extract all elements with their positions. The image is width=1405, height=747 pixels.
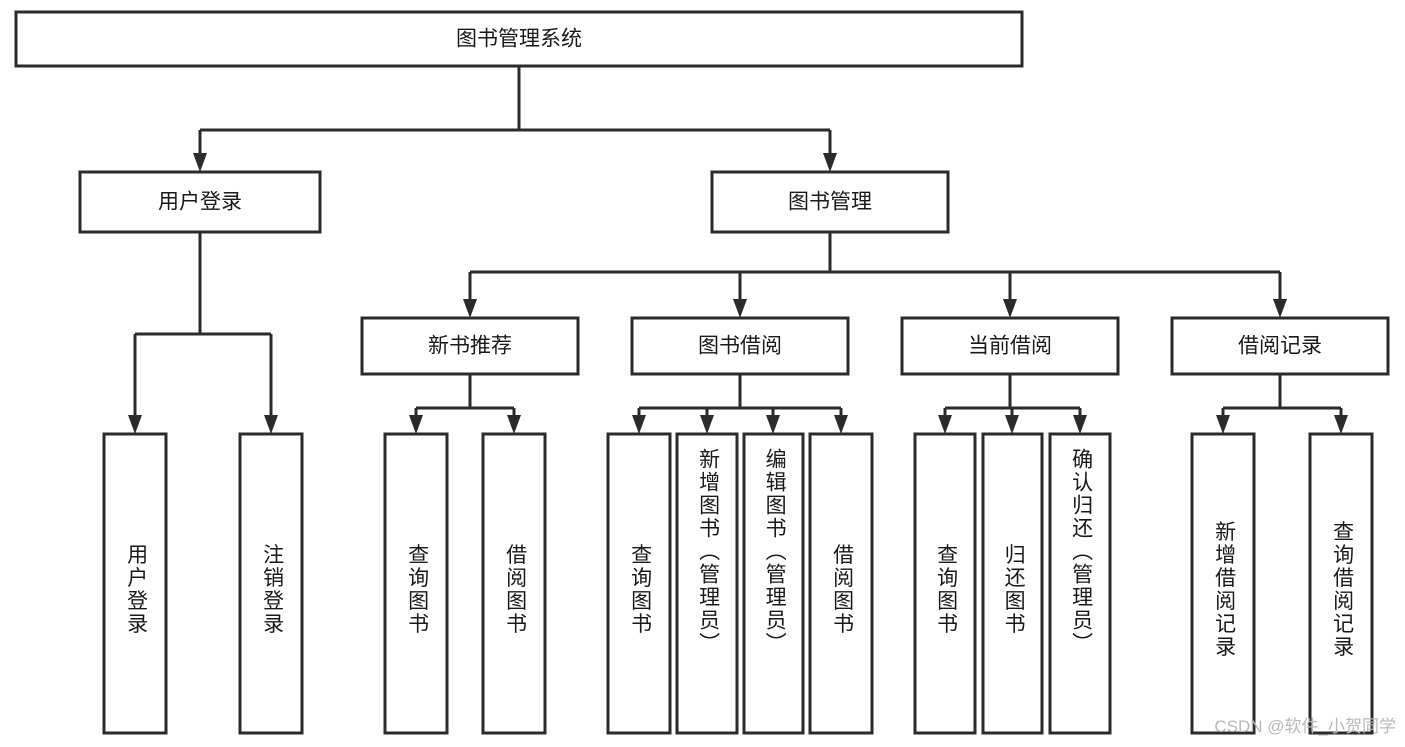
node-label: 新增图书（管理员） bbox=[697, 448, 721, 655]
node-box[interactable] bbox=[913, 432, 977, 735]
arrow-head-icon bbox=[632, 415, 646, 434]
connector-user-login-to-leaves bbox=[128, 232, 278, 434]
node-box[interactable] bbox=[1190, 432, 1256, 735]
node-current-borrow[interactable]: 当前借阅 bbox=[900, 316, 1120, 376]
nodes-layer: 图书管理系统用户登录图书管理新书推荐图书借阅当前借阅借阅记录用户登录注销登录查询… bbox=[14, 10, 1390, 735]
node-borrow-record[interactable]: 借阅记录 bbox=[1170, 316, 1390, 376]
node-box[interactable] bbox=[808, 432, 874, 735]
node-box[interactable] bbox=[606, 432, 672, 735]
arrow-head-icon bbox=[264, 415, 278, 434]
connector-new-book-rec-to-leaves bbox=[409, 374, 521, 434]
arrow-head-icon bbox=[128, 415, 142, 434]
arrow-head-icon bbox=[834, 415, 848, 434]
node-root[interactable]: 图书管理系统 bbox=[14, 10, 1024, 68]
node-box[interactable] bbox=[238, 432, 304, 735]
node-box[interactable] bbox=[1170, 316, 1390, 376]
node-leaf-query-record[interactable]: 查询借阅记录 bbox=[1308, 432, 1374, 735]
node-label: 图书管理系统 bbox=[456, 28, 582, 51]
node-book-manage[interactable]: 图书管理 bbox=[710, 170, 950, 234]
node-user-login[interactable]: 用户登录 bbox=[78, 170, 322, 234]
node-leaf-confirm-return[interactable]: 确认归还（管理员） bbox=[1048, 432, 1112, 735]
arrow-head-icon bbox=[823, 153, 837, 172]
arrow-head-icon bbox=[766, 415, 780, 434]
arrow-head-icon bbox=[1216, 415, 1230, 434]
node-box[interactable] bbox=[675, 432, 739, 735]
connector-root-to-level2 bbox=[193, 66, 837, 172]
node-box[interactable] bbox=[360, 316, 580, 376]
node-label: 新书推荐 bbox=[428, 335, 512, 358]
node-label: 当前借阅 bbox=[968, 335, 1052, 358]
arrow-head-icon bbox=[938, 415, 952, 434]
node-label: 查询图书 bbox=[629, 544, 653, 636]
node-box[interactable] bbox=[383, 432, 449, 735]
node-label: 编辑图书（管理员） bbox=[763, 448, 787, 655]
node-box[interactable] bbox=[1048, 432, 1112, 735]
arrow-head-icon bbox=[1273, 299, 1287, 318]
node-new-book-rec[interactable]: 新书推荐 bbox=[360, 316, 580, 376]
node-label: 借阅图书 bbox=[831, 544, 855, 636]
connector-current-borrow-to-leaves bbox=[938, 374, 1087, 434]
node-label: 查询图书 bbox=[935, 544, 959, 636]
arrow-head-icon bbox=[1073, 415, 1087, 434]
arrow-head-icon bbox=[1005, 415, 1019, 434]
node-box[interactable] bbox=[481, 432, 547, 735]
node-leaf-add-record[interactable]: 新增借阅记录 bbox=[1190, 432, 1256, 735]
node-leaf-edit-book[interactable]: 编辑图书（管理员） bbox=[742, 432, 805, 735]
node-leaf-add-book[interactable]: 新增图书（管理员） bbox=[675, 432, 739, 735]
node-box[interactable] bbox=[981, 432, 1044, 735]
arrow-head-icon bbox=[193, 153, 207, 172]
node-leaf-user-login[interactable]: 用户登录 bbox=[102, 432, 168, 735]
node-leaf-query-book-2[interactable]: 查询图书 bbox=[606, 432, 672, 735]
node-box[interactable] bbox=[630, 316, 850, 376]
node-leaf-user-logout[interactable]: 注销登录 bbox=[238, 432, 304, 735]
arrow-head-icon bbox=[1003, 299, 1017, 318]
node-label: 注销登录 bbox=[261, 544, 285, 636]
arrow-head-icon bbox=[463, 299, 477, 318]
arrow-head-icon bbox=[733, 299, 747, 318]
node-box[interactable] bbox=[1308, 432, 1374, 735]
node-label: 借阅图书 bbox=[504, 544, 528, 636]
watermark-label: CSDN @软件_小贺同学 bbox=[1214, 717, 1396, 736]
node-leaf-borrow-book-2[interactable]: 借阅图书 bbox=[808, 432, 874, 735]
node-label: 归还图书 bbox=[1002, 544, 1026, 636]
node-label: 确认归还（管理员） bbox=[1070, 448, 1094, 655]
node-box[interactable] bbox=[78, 170, 322, 234]
node-box[interactable] bbox=[102, 432, 168, 735]
node-leaf-borrow-book-1[interactable]: 借阅图书 bbox=[481, 432, 547, 735]
connector-book-borrow-to-leaves bbox=[632, 374, 848, 434]
node-label: 查询借阅记录 bbox=[1331, 521, 1355, 659]
node-label: 图书借阅 bbox=[698, 335, 782, 358]
arrow-head-icon bbox=[700, 415, 714, 434]
arrow-head-icon bbox=[507, 415, 521, 434]
node-leaf-query-book-3[interactable]: 查询图书 bbox=[913, 432, 977, 735]
arrow-head-icon bbox=[1334, 415, 1348, 434]
node-box[interactable] bbox=[14, 10, 1024, 68]
node-label: 用户登录 bbox=[125, 544, 149, 636]
connector-borrow-record-to-leaves bbox=[1216, 374, 1348, 434]
arrow-head-icon bbox=[409, 415, 423, 434]
node-label: 新增借阅记录 bbox=[1213, 521, 1237, 659]
node-box[interactable] bbox=[710, 170, 950, 234]
connector-book-manage-to-level3 bbox=[463, 232, 1287, 318]
node-label: 查询图书 bbox=[406, 544, 430, 636]
node-leaf-query-book-1[interactable]: 查询图书 bbox=[383, 432, 449, 735]
node-leaf-return-book[interactable]: 归还图书 bbox=[981, 432, 1044, 735]
connectors-layer bbox=[128, 66, 1348, 434]
node-label: 用户登录 bbox=[158, 191, 242, 214]
node-box[interactable] bbox=[742, 432, 805, 735]
node-book-borrow[interactable]: 图书借阅 bbox=[630, 316, 850, 376]
node-label: 借阅记录 bbox=[1238, 335, 1322, 358]
node-label: 图书管理 bbox=[788, 191, 872, 214]
node-box[interactable] bbox=[900, 316, 1120, 376]
